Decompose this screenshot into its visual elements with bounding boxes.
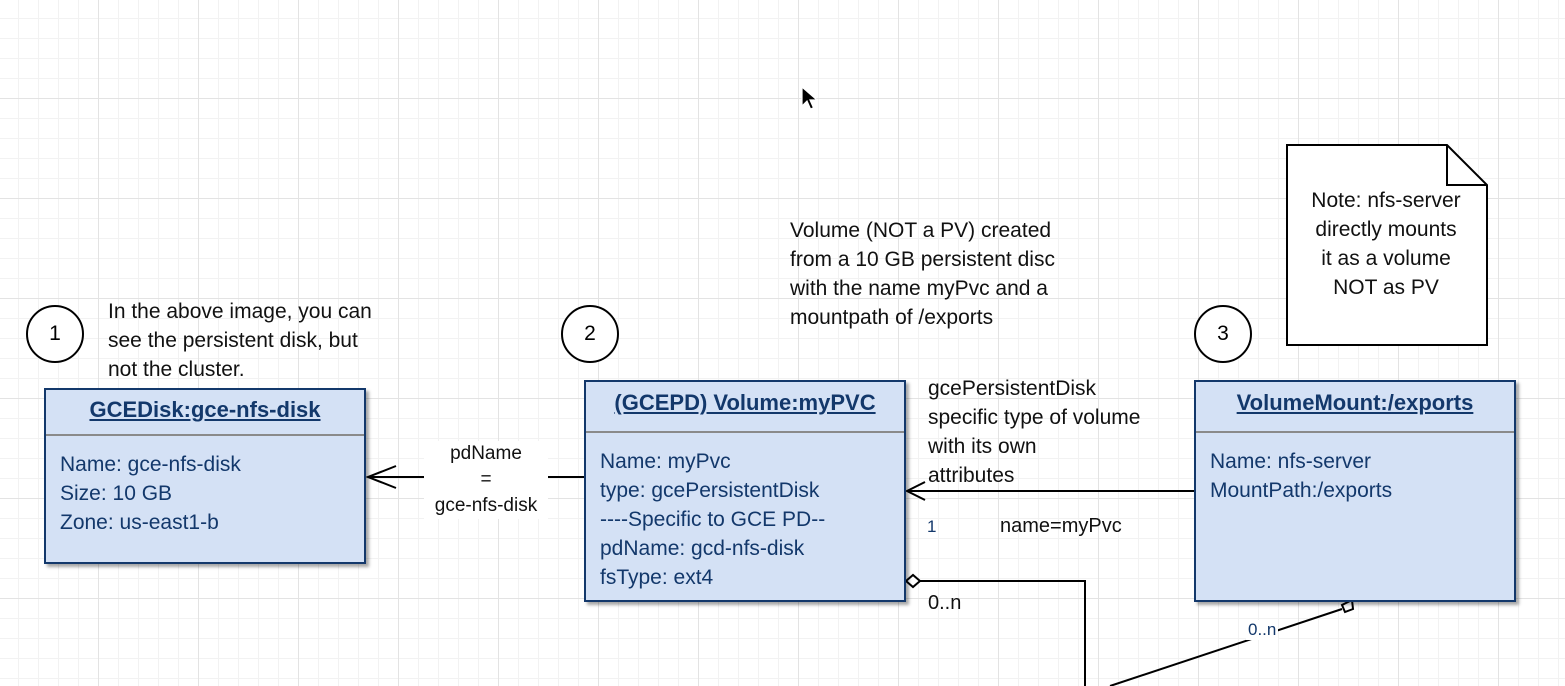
above-image-annotation[interactable]: In the above image, you can see the pers… <box>108 297 372 384</box>
step-circle-3[interactable]: 3 <box>1194 305 1252 363</box>
volumemount-class-attributes: Name: nfs-server MountPath:/exports <box>1196 433 1514 505</box>
mouse-pointer-icon <box>801 86 819 110</box>
class-attribute: Name: myPvc <box>600 450 731 473</box>
mount-aggregation-multiplicity[interactable]: 0..n <box>1246 620 1279 640</box>
edge-label-line: = <box>480 469 492 490</box>
note-line: Note: nfs-server <box>1311 189 1461 212</box>
class-attribute: type: gcePersistentDisk <box>600 479 820 502</box>
edge-label-line: pdName <box>450 443 522 464</box>
note-line: NOT as PV <box>1333 276 1439 299</box>
class-attribute: Zone: us-east1-b <box>60 511 219 534</box>
annotation-line: gcePersistentDisk <box>928 377 1097 400</box>
gcedisk-class[interactable]: GCEDisk:gce-nfs-disk Name: gce-nfs-disk … <box>44 388 366 564</box>
note-line: it as a volume <box>1321 247 1451 270</box>
mount-to-volume-arrowhead <box>904 481 926 501</box>
mount-aggregation-diamond <box>1340 598 1355 614</box>
volume-description-annotation[interactable]: Volume (NOT a PV) created from a 10 GB p… <box>790 216 1055 332</box>
gcedisk-class-attributes: Name: gce-nfs-disk Size: 10 GB Zone: us-… <box>46 436 364 537</box>
class-attribute: Name: gce-nfs-disk <box>60 453 241 476</box>
note-shape[interactable] <box>1286 144 1488 346</box>
mount-to-volume-label[interactable]: name=myPvc <box>1000 515 1122 537</box>
class-attribute: Name: nfs-server <box>1210 450 1372 473</box>
volume-class-attributes: Name: myPvc type: gcePersistentDisk ----… <box>586 433 904 592</box>
volume-aggregation-multiplicity[interactable]: 0..n <box>928 592 962 614</box>
class-attribute: pdName: gcd-nfs-disk <box>600 537 805 560</box>
annotation-line: see the persistent disk, but <box>108 329 358 352</box>
class-attribute: Size: 10 GB <box>60 482 173 505</box>
volumemount-class[interactable]: VolumeMount:/exports Name: nfs-server Mo… <box>1194 380 1516 602</box>
gcedisk-class-title: GCEDisk:gce-nfs-disk <box>46 390 364 436</box>
note-text: Note: nfs-server directly mounts it as a… <box>1288 186 1484 302</box>
annotation-line: mountpath of /exports <box>790 306 994 329</box>
annotation-line: In the above image, you can <box>108 300 372 323</box>
step-circle-2[interactable]: 2 <box>561 305 619 363</box>
volume-class[interactable]: (GCEPD) Volume:myPVC Name: myPvc type: g… <box>584 380 906 602</box>
note-line: directly mounts <box>1315 218 1457 241</box>
mount-aggregation-connector[interactable] <box>1109 608 1343 686</box>
gce-persistent-disk-annotation[interactable]: gcePersistentDisk specific type of volum… <box>928 374 1140 490</box>
annotation-line: attributes <box>928 464 1015 487</box>
class-attribute: MountPath:/exports <box>1210 479 1393 502</box>
note-fold <box>1446 145 1487 186</box>
volume-aggregation-diamond <box>904 573 922 589</box>
annotation-line: with the name myPvc and a <box>790 277 1048 300</box>
class-attribute: ----Specific to GCE PD-- <box>600 508 826 531</box>
step-circle-1[interactable]: 1 <box>26 305 84 363</box>
annotation-line: specific type of volume <box>928 406 1141 429</box>
volume-class-title: (GCEPD) Volume:myPVC <box>586 382 904 433</box>
pdname-edge-label[interactable]: pdName = gce-nfs-disk <box>424 441 548 519</box>
pdname-arrowhead <box>365 465 397 489</box>
annotation-line: with its own <box>928 435 1037 458</box>
mount-to-volume-multiplicity: 1 <box>927 517 937 536</box>
annotation-line: Volume (NOT a PV) created <box>790 219 1052 242</box>
class-attribute: fsType: ext4 <box>600 566 714 589</box>
annotation-line: not the cluster. <box>108 358 245 381</box>
volume-aggregation-connector[interactable] <box>920 580 1086 686</box>
volumemount-class-title: VolumeMount:/exports <box>1196 382 1514 433</box>
annotation-line: from a 10 GB persistent disc <box>790 248 1055 271</box>
edge-label-line: gce-nfs-disk <box>434 495 538 516</box>
